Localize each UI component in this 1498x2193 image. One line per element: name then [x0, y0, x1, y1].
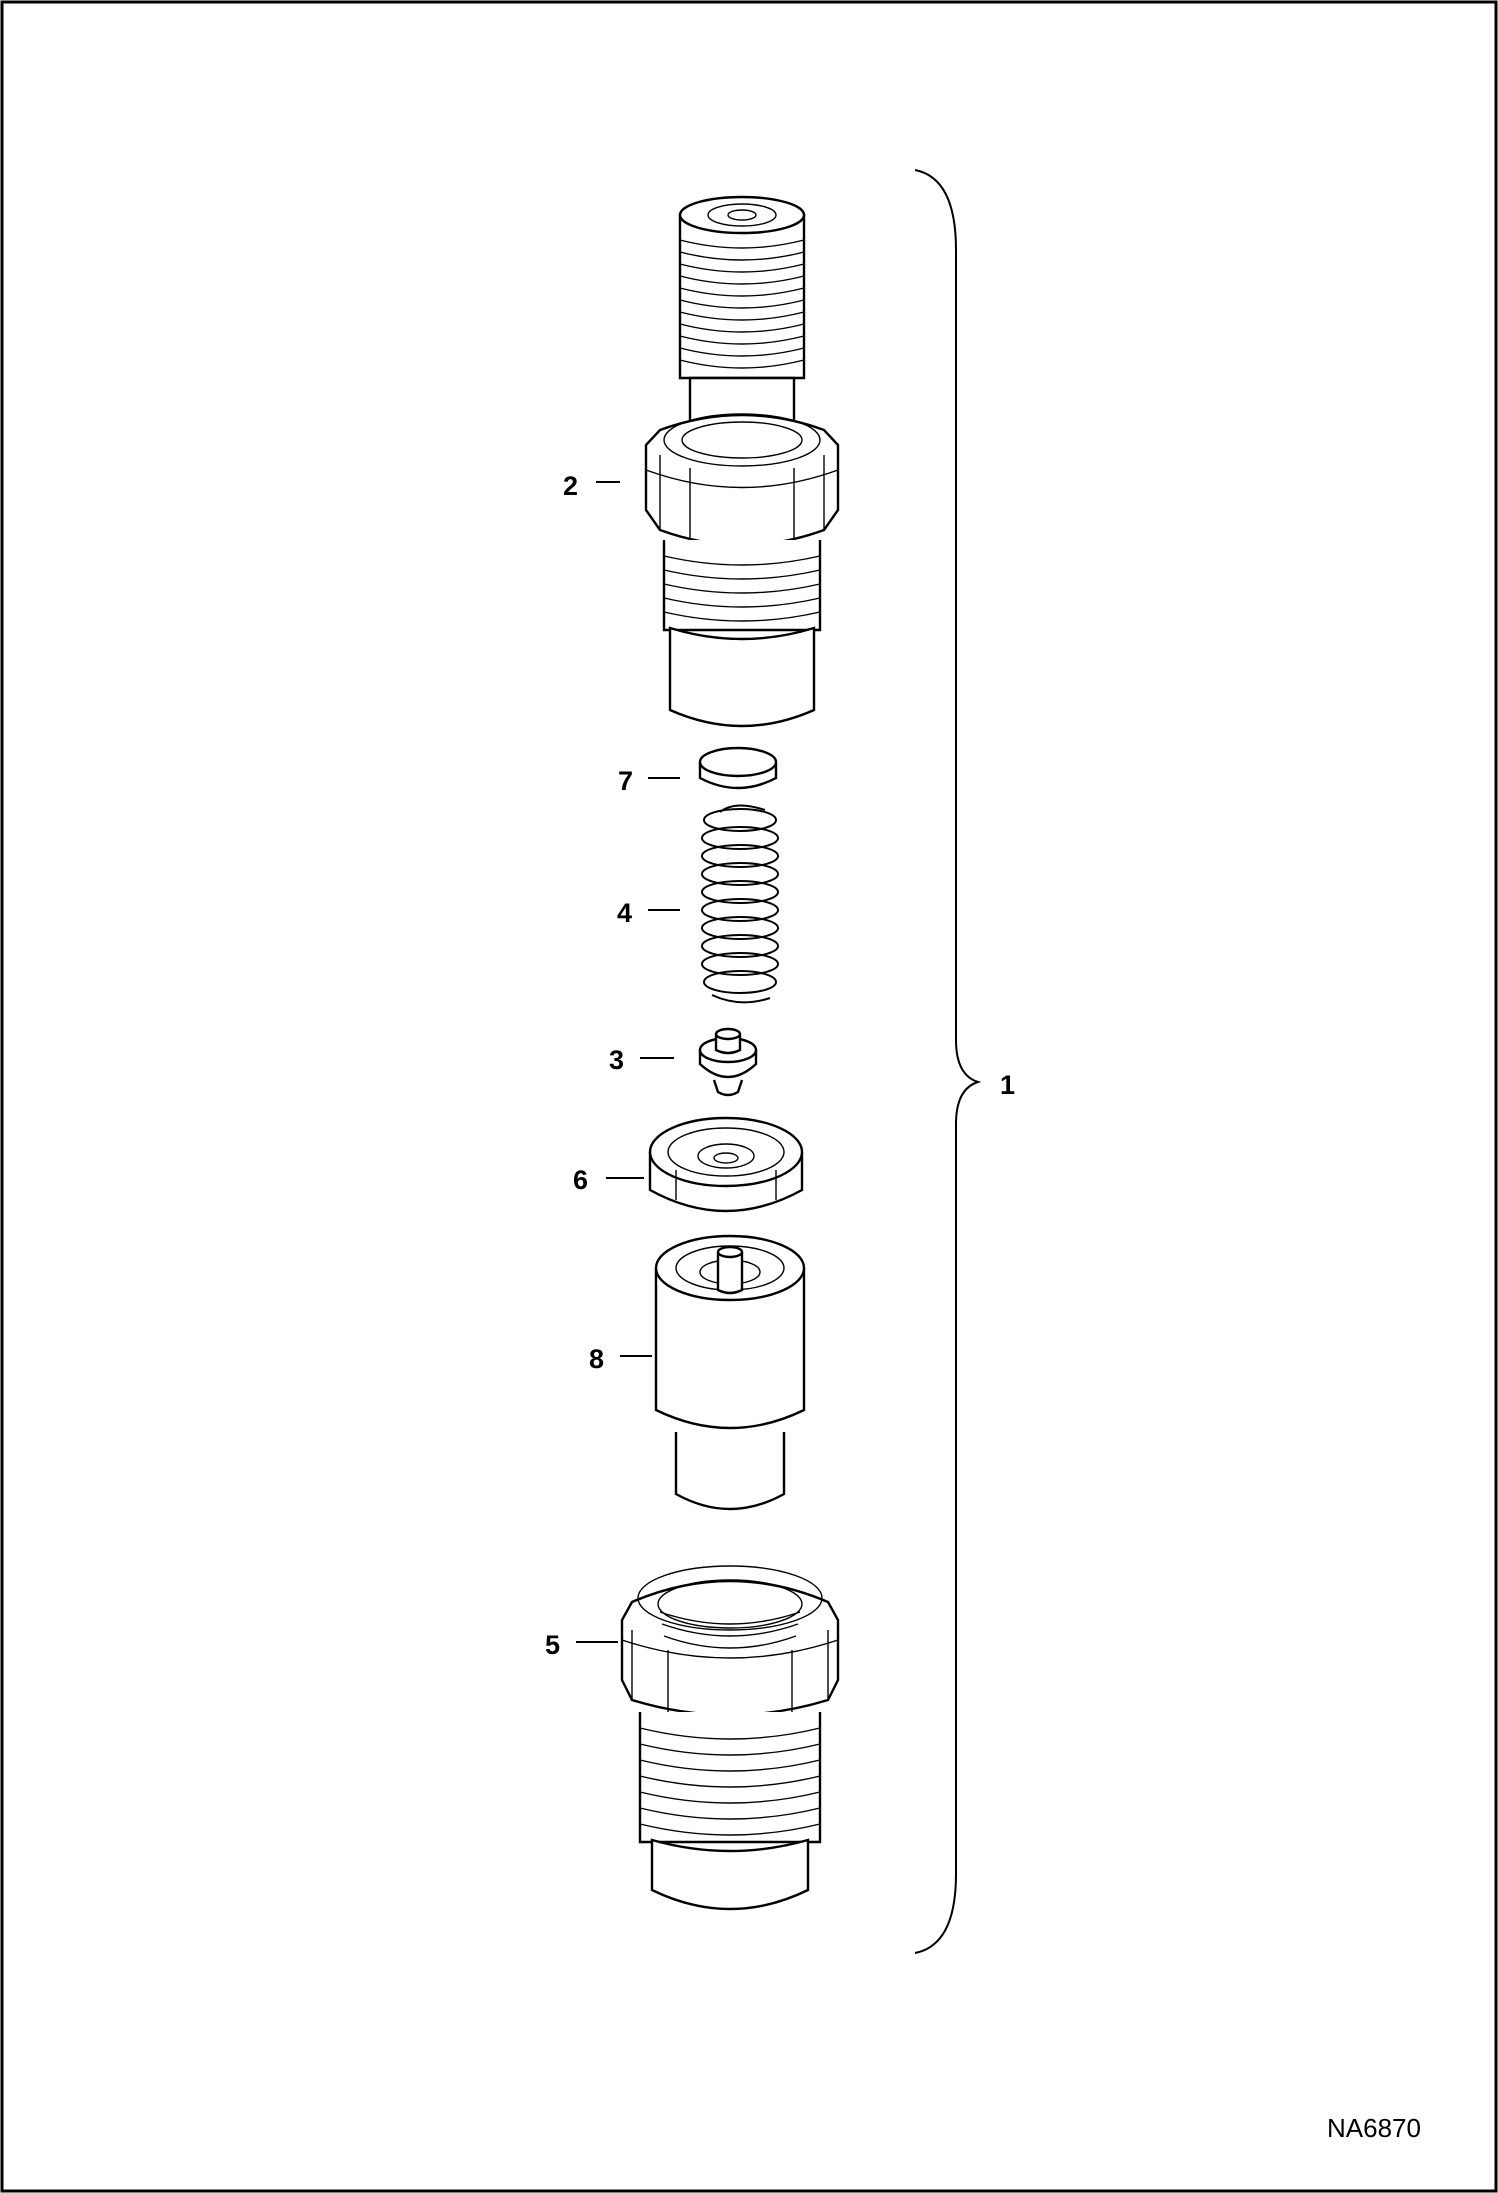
callout-2: 2: [563, 471, 578, 501]
spring-part: [701, 804, 779, 1004]
injector-body-part: [644, 195, 840, 728]
callout-3: 3: [609, 1045, 624, 1075]
spacer-part: [648, 1116, 804, 1213]
callout-8: 8: [589, 1344, 604, 1374]
callout-1: 1: [1000, 1070, 1015, 1100]
nozzle-part: [654, 1234, 806, 1511]
callout-4: 4: [617, 898, 632, 928]
valve-part: [698, 1027, 758, 1097]
callout-6: 6: [573, 1165, 588, 1195]
figure-id: NA6870: [1327, 2113, 1421, 2143]
leader-lines: [576, 481, 680, 1643]
shim-part: [698, 746, 778, 790]
nut-part: [620, 1565, 840, 1911]
callout-5: 5: [545, 1630, 560, 1660]
callout-7: 7: [618, 766, 633, 796]
assembly-brace: [914, 169, 982, 1954]
